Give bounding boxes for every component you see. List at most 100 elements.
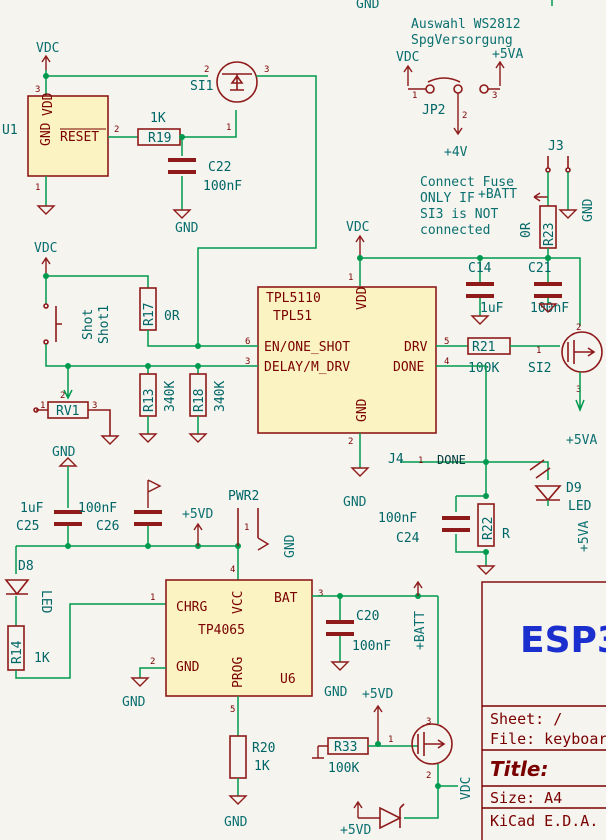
note-fuse-2: ONLY IF xyxy=(420,191,475,206)
d8-led: D8 LED xyxy=(4,559,53,614)
svg-text:R13: R13 xyxy=(142,389,157,412)
gnd-label-j3: GND xyxy=(581,198,596,222)
j4-ref: J4 xyxy=(388,452,404,467)
svg-text:PROG: PROG xyxy=(231,657,246,688)
title-block: ESP3 Sheet: / File: keyboar Title: Size:… xyxy=(481,581,606,840)
svg-text:+5VD: +5VD xyxy=(362,687,393,702)
svg-text:U6: U6 xyxy=(280,672,296,687)
c26-capacitor: 100nF C26 xyxy=(78,501,162,534)
gnd-symbol-r33 xyxy=(312,745,328,759)
note-fuse-1: Connect Fuse xyxy=(420,175,514,190)
note-fuse-3: SI3 is NOT xyxy=(420,207,498,222)
svg-text:340K: 340K xyxy=(213,381,228,412)
gnd-symbol-c26 xyxy=(147,479,162,508)
vdc-label-bottom: VDC xyxy=(459,777,474,800)
gnd-symbol-u1 xyxy=(36,205,56,215)
gnd-label-tp: GND xyxy=(122,695,146,710)
gnd-symbol-r22 xyxy=(476,565,496,575)
c14-capacitor: C14 1uF xyxy=(466,261,504,316)
r23-resistor: R23 0R xyxy=(519,205,557,249)
si1-mosfet: SI1 2 3 1 xyxy=(190,61,269,133)
gnd-label-c20: GND xyxy=(324,685,348,700)
r20-resistor: R20 1K xyxy=(229,735,275,779)
svg-text:VDC: VDC xyxy=(346,220,369,235)
gnd-label-c22: GND xyxy=(175,221,199,236)
svg-text:1: 1 xyxy=(40,401,45,411)
svg-text:5: 5 xyxy=(230,705,235,715)
svg-text:1K: 1K xyxy=(150,111,166,126)
svg-text:VDD: VDD xyxy=(355,286,370,310)
top-gnd-label: GND xyxy=(356,0,380,12)
gnd-symbol-c22 xyxy=(172,209,192,219)
wire-r17-en xyxy=(147,330,258,347)
v4-label: +4V xyxy=(444,145,468,160)
svg-text:TP4065: TP4065 xyxy=(198,623,245,638)
wire-si1-tpl-en xyxy=(197,75,317,346)
shot1-button: Shot Shot1 xyxy=(43,303,112,345)
junction xyxy=(483,493,489,499)
svg-text:5: 5 xyxy=(444,337,449,347)
svg-text:3: 3 xyxy=(245,357,250,367)
batt-symbol-j3: +BATT xyxy=(478,187,548,202)
wire-j4-done xyxy=(400,461,549,480)
jp2-jumper: 1 3 JP2 2 xyxy=(408,77,500,136)
svg-text:3: 3 xyxy=(264,65,269,75)
wire-r19-si1 xyxy=(180,110,237,138)
svg-text:2: 2 xyxy=(60,391,65,401)
svg-text:+BATT: +BATT xyxy=(413,611,428,650)
svg-text:R: R xyxy=(502,527,510,542)
vdc-symbol-tpl: VDC xyxy=(346,220,369,258)
svg-text:1K: 1K xyxy=(254,759,270,774)
note-ws2812-2: SpgVersorgung xyxy=(411,33,513,48)
gnd-symbol-tp xyxy=(130,677,150,687)
gnd-symbol-r20 xyxy=(228,795,248,805)
title-block-sheet: Sheet: / xyxy=(490,710,562,728)
svg-text:CHRG: CHRG xyxy=(176,600,207,615)
v5a-symbol-jp2: +5VA xyxy=(492,47,523,86)
wire-c24-r22 xyxy=(455,462,487,512)
c20-capacitor: C20 100nF xyxy=(326,609,391,654)
svg-text:3: 3 xyxy=(492,91,497,101)
gnd-symbol-j3 xyxy=(558,209,578,219)
wire-chrg xyxy=(15,603,166,679)
tp4065-chip: CHRG VCC BAT TP4065 GND PROG U6 1 4 3 2 … xyxy=(150,565,323,715)
v5-label-diode: +5VD xyxy=(340,823,371,838)
svg-text:R14: R14 xyxy=(10,640,25,664)
svg-text:3: 3 xyxy=(576,385,581,395)
svg-text:100nF: 100nF xyxy=(378,511,417,526)
r13-resistor: R13 340K xyxy=(139,373,178,417)
svg-text:C26: C26 xyxy=(96,519,119,534)
svg-text:100nF: 100nF xyxy=(530,301,569,316)
svg-text:4: 4 xyxy=(444,357,449,367)
u1-ref: U1 xyxy=(2,123,18,138)
diode-bottom xyxy=(379,803,405,830)
tpl5110-chip: TPL5110 TPL51 VDD EN/ONE_SHOT DELAY/M_DR… xyxy=(245,273,449,447)
tpl-body xyxy=(257,286,437,434)
c25-capacitor: 1uF C25 xyxy=(16,501,82,534)
svg-text:340K: 340K xyxy=(163,381,178,412)
r33-resistor: R33 100K xyxy=(327,737,369,776)
svg-text:+BATT: +BATT xyxy=(478,187,517,202)
svg-text:VDC: VDC xyxy=(34,241,57,256)
svg-text:2: 2 xyxy=(462,111,467,121)
tp4065-body xyxy=(165,579,313,697)
svg-text:DONE: DONE xyxy=(393,360,424,375)
title-block-kicad: KiCad E.D.A. xyxy=(490,812,598,830)
wire-caps-top xyxy=(479,258,549,282)
r21-resistor: R21 100K xyxy=(467,337,511,376)
j3-ref: J3 xyxy=(548,139,564,154)
u1-chip: VDD GND RESET U1 3 1 2 xyxy=(2,85,119,193)
svg-text:LED: LED xyxy=(38,590,53,614)
svg-text:Shot: Shot xyxy=(81,309,96,340)
svg-text:Shot1: Shot1 xyxy=(97,305,112,344)
done-net-label: DONE xyxy=(437,453,466,467)
svg-text:C20: C20 xyxy=(356,609,379,624)
svg-text:2: 2 xyxy=(150,657,155,667)
j3-pins xyxy=(547,156,569,168)
svg-text:C14: C14 xyxy=(468,261,492,276)
svg-text:3: 3 xyxy=(35,85,40,95)
svg-text:100K: 100K xyxy=(468,361,499,376)
junction xyxy=(145,543,151,549)
gnd-symbol-rv1 xyxy=(100,435,120,445)
